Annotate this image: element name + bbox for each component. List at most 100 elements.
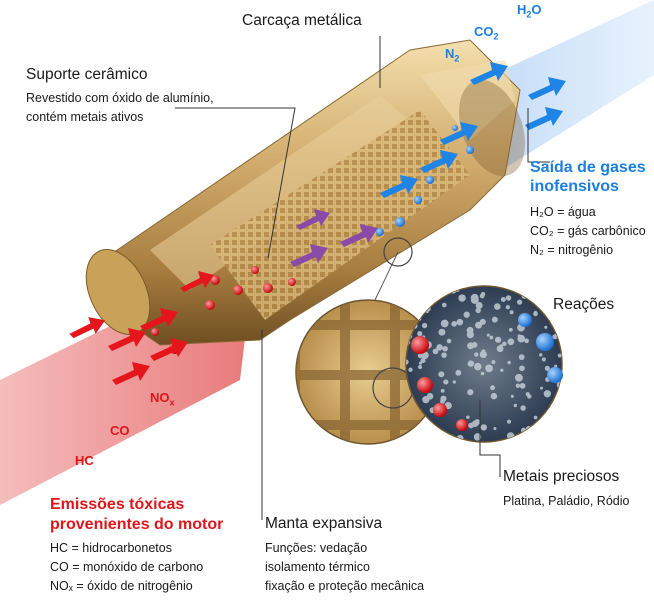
molecule-dot — [416, 294, 421, 299]
molecule-dot — [544, 365, 550, 371]
exit-title-line: Saída de gases — [530, 159, 646, 176]
clean-arrows — [380, 62, 566, 198]
molecule-dot — [438, 371, 445, 378]
co2-text: CO — [474, 24, 494, 39]
molecule-dot — [421, 322, 428, 329]
molecule-dot — [467, 360, 475, 367]
molecule-dot — [552, 334, 558, 340]
ceramic-zoom — [295, 299, 441, 445]
molecule-dot — [557, 414, 562, 422]
molecule-dot — [480, 424, 488, 431]
molecule-dot — [541, 431, 547, 437]
molecule-dot — [495, 336, 502, 343]
molecule-dot — [451, 321, 457, 327]
molecule-dot — [463, 311, 470, 318]
molecule-dot — [552, 406, 561, 415]
molecule-dot — [416, 428, 421, 433]
molecule-dot — [441, 302, 447, 308]
ceramic-desc-line: contém metais ativos — [26, 110, 144, 124]
n2-text: N — [445, 46, 455, 61]
molecule-dot — [443, 379, 449, 385]
clean-exit-title: Saída de gases inofensivos — [530, 158, 646, 196]
molecule-dot — [510, 394, 514, 398]
molecule-dot — [406, 435, 410, 442]
molecule-dot — [470, 293, 479, 302]
molecule-dot — [416, 308, 422, 315]
molecule-dot — [432, 348, 439, 355]
molecule-dot — [486, 333, 490, 337]
clean-exit-desc: H₂O = água CO₂ = gás carbônico N₂ = nitr… — [530, 203, 646, 260]
toxic-arrows — [69, 271, 214, 385]
molecule-dot — [541, 357, 547, 362]
molecule-dot — [467, 342, 475, 350]
molecule-dot — [439, 330, 445, 336]
molecule-dot — [543, 390, 552, 398]
molecule-dot — [440, 319, 449, 328]
toxic-emissions-title: Emissões tóxicas provenientes do motor — [50, 495, 223, 535]
molecule-dot — [418, 361, 423, 365]
emissions-desc-line: HC = hidrocarbonetos — [50, 541, 172, 555]
molecule-dot — [442, 345, 448, 352]
molecule-dot — [455, 369, 462, 376]
emissions-title-line: provenientes do motor — [50, 516, 224, 533]
zoom-connector — [374, 251, 399, 301]
molecule-dot — [428, 286, 436, 291]
leader-lines — [175, 36, 550, 520]
molecule-dot — [476, 419, 480, 423]
ceramic-desc-line: Revestido com óxido de alumínio, — [26, 91, 214, 105]
molecule-dot — [417, 331, 423, 337]
nox-subscript: x — [169, 397, 175, 408]
molecule-dot — [490, 392, 498, 400]
molecule-dot — [560, 286, 562, 290]
mat-desc-line: Funções: vedação — [265, 541, 368, 555]
h2o-text-a: H — [517, 2, 527, 17]
molecule-dot — [466, 331, 474, 339]
h2o-gas-label: H2O — [517, 2, 542, 20]
molecule-dot — [518, 354, 525, 361]
mat-desc-line: fixação e proteção mecânica — [265, 579, 425, 593]
n2-subscript: 2 — [454, 53, 460, 64]
molecule-dot — [480, 352, 487, 358]
zoom-target — [383, 237, 413, 267]
molecule-dot — [491, 360, 496, 364]
exit-desc-line: N₂ = nitrogênio — [530, 243, 614, 257]
n2-gas-label: N2 — [445, 46, 459, 64]
housing-label: Carcaça metálica — [242, 12, 362, 29]
molecule-dot — [515, 383, 521, 388]
molecule-dot — [533, 415, 538, 420]
clean-particles — [376, 125, 474, 236]
molecule-dot — [500, 296, 506, 302]
molecule-dot — [533, 311, 538, 317]
molecule-dot — [422, 396, 430, 404]
molecule-dot — [439, 345, 443, 349]
molecule-dot — [491, 316, 498, 323]
molecule-dot — [500, 368, 504, 372]
molecule-dot — [415, 286, 422, 293]
h2o-subscript: 2 — [526, 9, 532, 20]
ceramic-support-desc: Revestido com óxido de alumínio, contém … — [26, 89, 214, 127]
molecule-dot — [473, 433, 482, 441]
precious-metals-title: Metais preciosos — [503, 468, 620, 485]
molecule-dot — [489, 335, 494, 340]
exit-title-line: inofensivos — [530, 178, 619, 195]
emissions-title-line: Emissões tóxicas — [50, 496, 185, 513]
molecule-dot — [509, 310, 514, 315]
molecule-dot — [507, 360, 511, 365]
molecule-dot — [506, 419, 512, 424]
molecule-dot — [408, 367, 413, 372]
molecule-dot — [502, 341, 507, 347]
molecule-dot — [420, 358, 426, 364]
molecule-dot — [540, 386, 544, 390]
expansive-mat-title: Manta expansiva — [265, 515, 383, 532]
molecule-dot — [505, 295, 512, 301]
co2-gas-label: CO2 — [474, 24, 499, 42]
molecule-dot — [446, 338, 452, 344]
molecule-dot — [427, 426, 434, 433]
molecule-dot — [557, 353, 562, 358]
exit-desc-line: H₂O = água — [530, 205, 596, 219]
molecule-dot — [458, 294, 466, 302]
molecule-dot — [418, 364, 423, 370]
converter-body — [85, 39, 525, 346]
molecule-dot — [447, 286, 453, 289]
